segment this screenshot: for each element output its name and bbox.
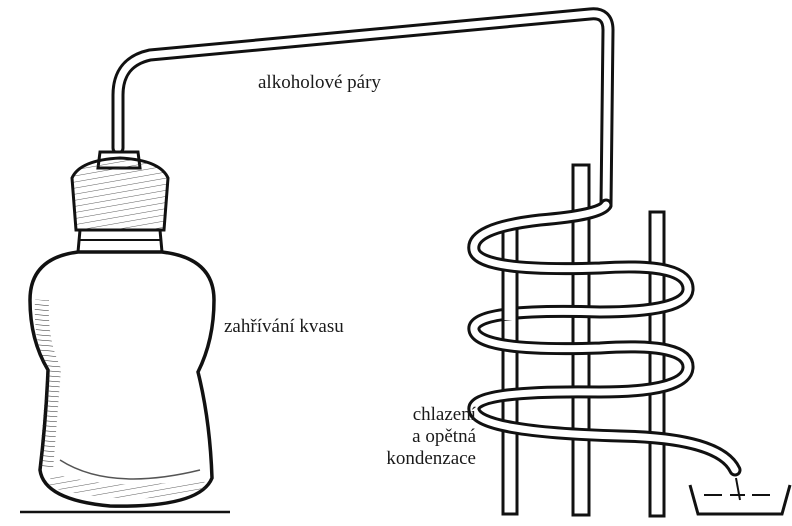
collecting-dish: [690, 478, 790, 514]
cooling-label-line-2: a opětná: [366, 426, 476, 448]
cooling-label: chlazení a opětná kondenzace: [366, 404, 476, 470]
cooling-label-line-1: chlazení: [366, 404, 476, 426]
vapor-tube: [118, 14, 608, 205]
cooling-label-line-3: kondenzace: [366, 448, 476, 470]
flask: [20, 152, 230, 512]
heating-label: zahřívání kvasu: [224, 316, 344, 338]
vapor-label: alkoholové páry: [258, 72, 381, 94]
